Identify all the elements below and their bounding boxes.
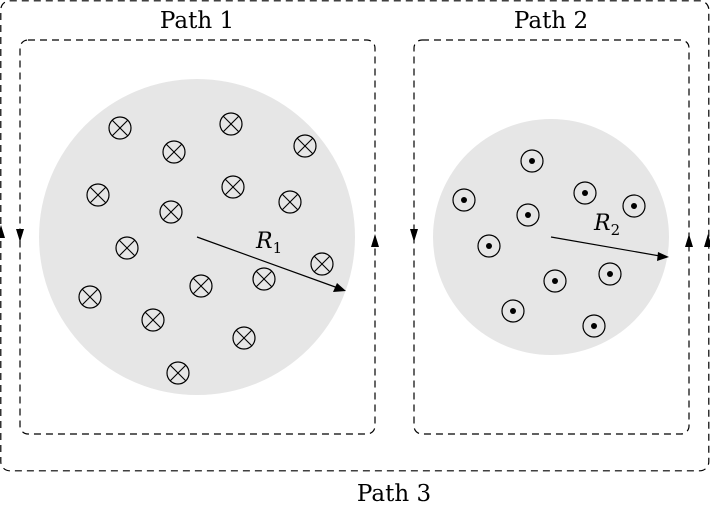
field-out-of-page-symbol (543, 269, 567, 293)
path-3-label: Path 3 (357, 481, 431, 507)
field-into-page-symbol (108, 116, 132, 140)
radius-2-label: R2 (593, 211, 620, 239)
region-2-field-symbols (452, 149, 646, 338)
field-out-of-page-symbol (501, 299, 525, 323)
field-into-page-symbol (252, 267, 276, 291)
path-3-left-arrow (0, 225, 5, 238)
field-out-of-page-symbol (520, 149, 544, 173)
field-into-page-symbol (115, 236, 139, 260)
path-2-right-arrow (685, 234, 693, 247)
field-into-page-symbol (78, 285, 102, 309)
field-out-of-page-symbol (477, 234, 501, 258)
radius-1-arrowhead (333, 283, 346, 292)
field-out-of-page-symbol (573, 181, 597, 205)
field-out-of-page-symbol (516, 203, 540, 227)
path-2-label-bg (504, 4, 596, 34)
field-out-of-page-symbol (622, 194, 646, 218)
field-into-page-symbol (221, 175, 245, 199)
field-into-page-symbol (189, 274, 213, 298)
field-into-page-symbol (310, 252, 334, 276)
path-1-right-arrow (371, 234, 379, 247)
field-into-page-symbol (159, 200, 183, 224)
radius-1-label: R1 (255, 229, 282, 257)
field-into-page-symbol (86, 183, 110, 207)
path-3-right-arrow (704, 234, 710, 247)
path-1-label-bg (150, 4, 242, 34)
field-into-page-symbol (293, 134, 317, 158)
path-2-left-arrow (410, 229, 418, 242)
field-into-page-symbol (166, 361, 190, 385)
radius-2-subscript: 2 (611, 221, 621, 239)
radius-2-line (550, 236, 661, 257)
radius-2-symbol: R (593, 211, 611, 236)
field-into-page-symbol (141, 308, 165, 332)
field-into-page-symbol (278, 190, 302, 214)
field-into-page-symbol (232, 326, 256, 350)
radius-1-line (196, 236, 339, 289)
field-out-of-page-symbol (598, 262, 622, 286)
path-1-left-arrow (16, 229, 24, 242)
field-out-of-page-symbol (582, 314, 606, 338)
field-out-of-page-symbol (452, 188, 476, 212)
path-2-label: Path 2 (514, 8, 588, 34)
radius-1-symbol: R (255, 229, 273, 254)
path-1-label: Path 1 (160, 8, 234, 34)
radius-1-subscript: 1 (273, 239, 283, 257)
field-into-page-symbol (219, 112, 243, 136)
radius-2-arrowhead (657, 252, 669, 261)
region-1-field-symbols (78, 112, 334, 385)
field-into-page-symbol (162, 140, 186, 164)
